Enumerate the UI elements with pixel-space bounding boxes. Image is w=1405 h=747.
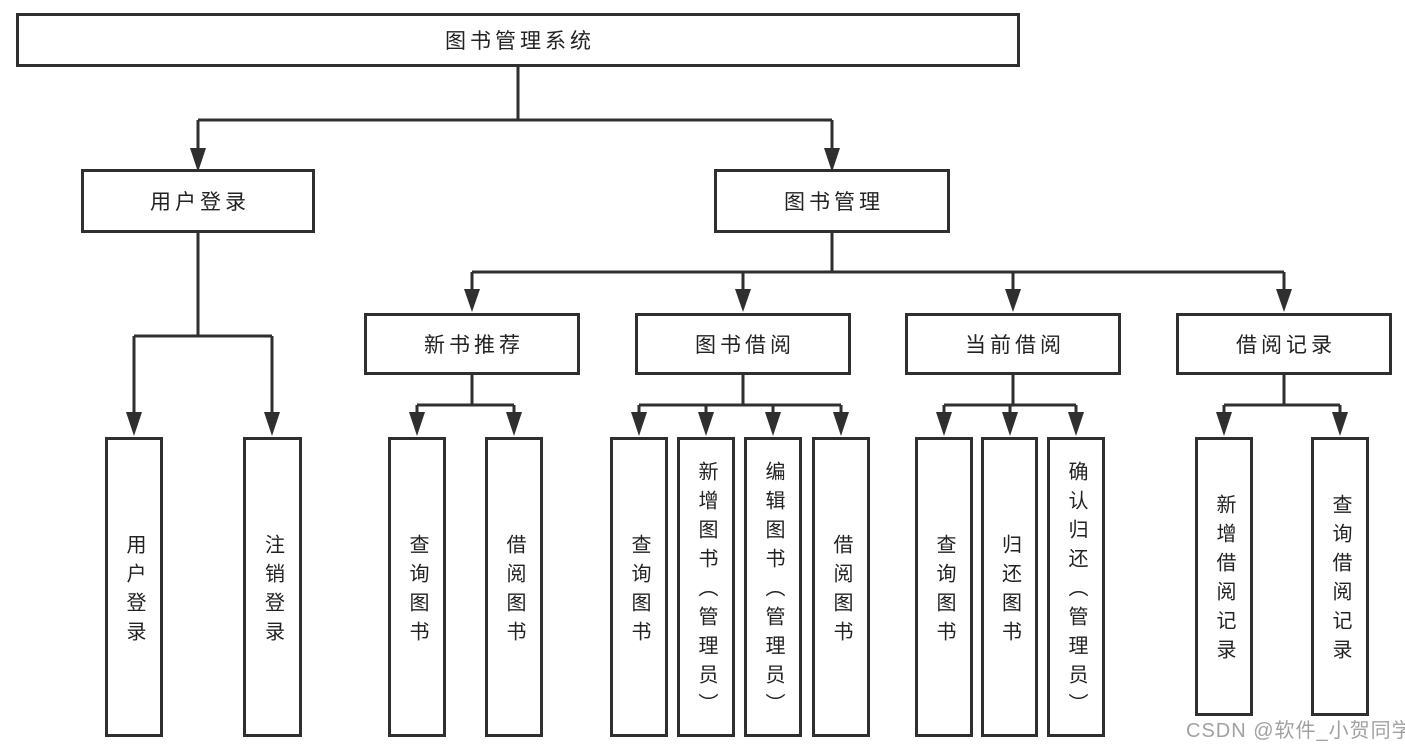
node-book-management-label: 图书管理 xyxy=(784,191,884,214)
leaf-bb-query-books: 查询图书 xyxy=(610,437,668,737)
leaf-cb-query-books-label: 查询图书 xyxy=(933,533,955,650)
leaf-logout: 注销登录 xyxy=(243,437,302,737)
node-current-borrow-label: 当前借阅 xyxy=(965,334,1065,357)
node-root: 图书管理系统 xyxy=(16,13,1020,67)
node-root-label: 图书管理系统 xyxy=(445,30,595,53)
leaf-bb-borrow-books: 借阅图书 xyxy=(812,437,870,737)
leaf-user-login: 用户登录 xyxy=(105,437,163,737)
node-book-borrow: 图书借阅 xyxy=(635,313,851,375)
leaf-logout-label: 注销登录 xyxy=(261,533,284,650)
leaf-cb-confirm-return-admin: 确认归还（管理员） xyxy=(1047,437,1105,737)
node-current-borrow: 当前借阅 xyxy=(905,313,1121,375)
leaf-bb-borrow-books-label: 借阅图书 xyxy=(830,533,852,650)
leaf-br-add-record-label: 新增借阅记录 xyxy=(1213,494,1235,668)
leaf-bb-add-books-admin-label: 新增图书（管理员） xyxy=(695,461,717,722)
leaf-nbr-borrow-books: 借阅图书 xyxy=(485,437,543,737)
leaf-br-add-record: 新增借阅记录 xyxy=(1195,437,1253,716)
csdn-watermark: CSDN @软件_小贺同学 xyxy=(1186,720,1405,742)
leaf-user-login-label: 用户登录 xyxy=(123,533,145,650)
leaf-bb-edit-books-admin-label: 编辑图书（管理员） xyxy=(762,461,784,722)
leaf-cb-return-books-label: 归还图书 xyxy=(998,533,1021,650)
node-book-management: 图书管理 xyxy=(714,169,950,233)
leaf-bb-add-books-admin: 新增图书（管理员） xyxy=(677,437,735,737)
leaf-cb-return-books: 归还图书 xyxy=(981,437,1038,737)
leaf-cb-query-books: 查询图书 xyxy=(915,437,973,737)
node-book-borrow-label: 图书借阅 xyxy=(695,334,795,357)
node-new-book-recommend: 新书推荐 xyxy=(364,313,580,375)
leaf-nbr-query-books: 查询图书 xyxy=(388,437,446,737)
node-new-book-recommend-label: 新书推荐 xyxy=(424,334,524,357)
node-borrow-records-label: 借阅记录 xyxy=(1236,334,1336,357)
leaf-bb-query-books-label: 查询图书 xyxy=(628,533,650,650)
leaf-br-query-record: 查询借阅记录 xyxy=(1311,437,1369,716)
node-user-login: 用户登录 xyxy=(81,169,315,233)
leaf-nbr-borrow-books-label: 借阅图书 xyxy=(503,533,525,650)
leaf-br-query-record-label: 查询借阅记录 xyxy=(1329,494,1351,668)
leaf-bb-edit-books-admin: 编辑图书（管理员） xyxy=(744,437,802,737)
leaf-nbr-query-books-label: 查询图书 xyxy=(406,533,428,650)
node-borrow-records: 借阅记录 xyxy=(1176,313,1392,375)
leaf-cb-confirm-return-admin-label: 确认归还（管理员） xyxy=(1065,461,1087,722)
arrowheads xyxy=(126,148,1348,436)
node-user-login-label: 用户登录 xyxy=(150,191,250,214)
